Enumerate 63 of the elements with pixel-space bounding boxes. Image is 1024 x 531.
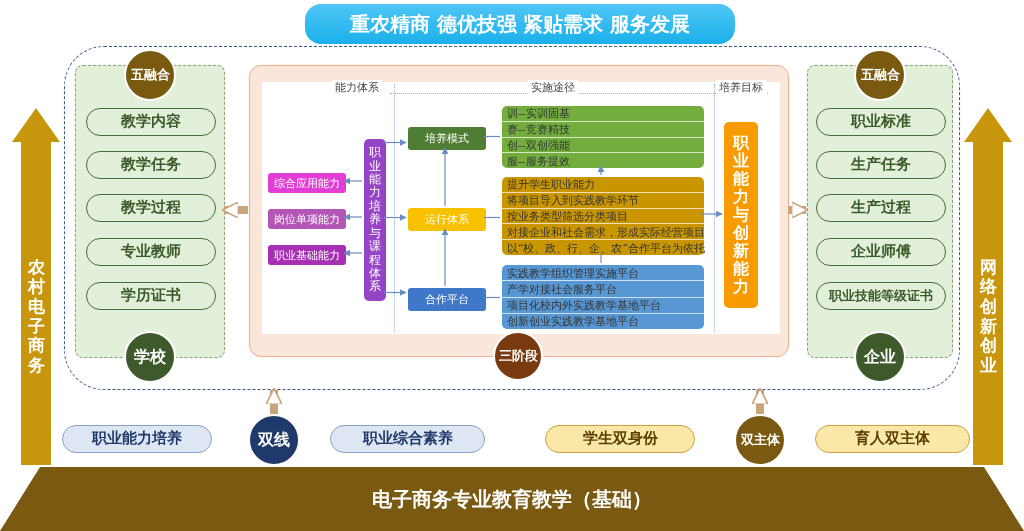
list-item: 创--双创强能 xyxy=(502,137,704,154)
list-item: 对接企业和社会需求，形成实际经营项目 xyxy=(502,224,704,241)
arrow xyxy=(383,289,407,296)
list-item: 按业务类型筛选分类项目 xyxy=(502,208,704,225)
connector-line xyxy=(600,252,602,264)
hollow-arrow xyxy=(751,387,769,414)
list-item: 服--服务提效 xyxy=(506,153,571,168)
arrow xyxy=(343,249,363,257)
list-item: 创新创业实践教学基地平台 xyxy=(506,314,640,329)
goal-pill: 职业能力培养 xyxy=(62,425,212,453)
stage-circle: 三阶段 xyxy=(493,331,543,381)
module-tag: 培养模式 xyxy=(408,127,486,150)
measure-list xyxy=(502,106,704,168)
list-item: 实践教学组织管理实施平台 xyxy=(502,265,704,282)
hollow-arrow xyxy=(265,387,283,414)
arrow-label: 农村电子商务 xyxy=(26,257,46,376)
connector-line xyxy=(483,296,501,299)
list-item: 训--实训固基 xyxy=(502,106,704,122)
arrow xyxy=(343,213,363,221)
arrow xyxy=(383,214,407,221)
title-banner: 重农精商 德优技强 紧贴需求 服务发展 xyxy=(305,4,735,44)
label-circle: 企业 xyxy=(854,331,906,383)
list-item: 产学对接社会服务平台 xyxy=(502,281,704,298)
goal-pill: 育人双主体 xyxy=(815,425,970,453)
connector-line xyxy=(483,216,501,219)
upward-arrow xyxy=(964,108,1012,465)
base-title: 电子商务专业教育教学（基础） xyxy=(372,487,652,511)
list-item: 项目化校内外实践教学基地平台 xyxy=(502,297,704,314)
system-tag: 职业能力培养与课程体系 xyxy=(364,139,386,301)
heading-circle: 五融合 xyxy=(854,49,906,101)
connector-line xyxy=(483,135,501,138)
measure-list xyxy=(502,177,704,255)
arrow xyxy=(343,177,363,185)
arrow xyxy=(383,139,407,146)
ability-tag: 综合应用能力 xyxy=(268,173,346,193)
goal-pill: 职业综合素养 xyxy=(330,425,485,453)
arrow-label: 网络创新创业 xyxy=(978,257,998,376)
list-item: 提升学生职业能力 xyxy=(502,177,704,193)
label-circle: 双线 xyxy=(248,414,300,466)
arrow xyxy=(441,228,449,287)
column-header: 实施途径 xyxy=(528,80,578,95)
ability-tag: 职业基础能力 xyxy=(268,245,346,265)
ability-tag: 岗位单项能力 xyxy=(268,209,346,229)
label-circle: 学校 xyxy=(124,331,176,383)
list-item: 将项目导入到实践教学环节 xyxy=(502,192,704,209)
module-tag: 合作平台 xyxy=(408,288,486,311)
column-header: 培养目标 xyxy=(716,80,766,95)
arrow xyxy=(441,147,449,207)
list-item: 赛--竞赛精技 xyxy=(502,121,704,138)
upward-arrow xyxy=(12,108,60,465)
heading-circle: 五融合 xyxy=(124,49,176,101)
arrow xyxy=(597,165,605,176)
measure-list xyxy=(502,265,704,329)
goal-tag: 职业能力与创新能力 xyxy=(724,122,758,308)
label-circle: 双主体 xyxy=(734,414,786,466)
dashed-frame xyxy=(64,46,960,390)
goal-pill: 学生双身份 xyxy=(545,425,695,453)
hollow-arrow xyxy=(788,201,809,219)
column-header: 能力体系 xyxy=(332,80,382,95)
hollow-arrow xyxy=(221,201,248,219)
arrow xyxy=(701,210,723,218)
base-banner xyxy=(0,467,1024,531)
module-tag: 运行体系 xyxy=(408,208,486,231)
